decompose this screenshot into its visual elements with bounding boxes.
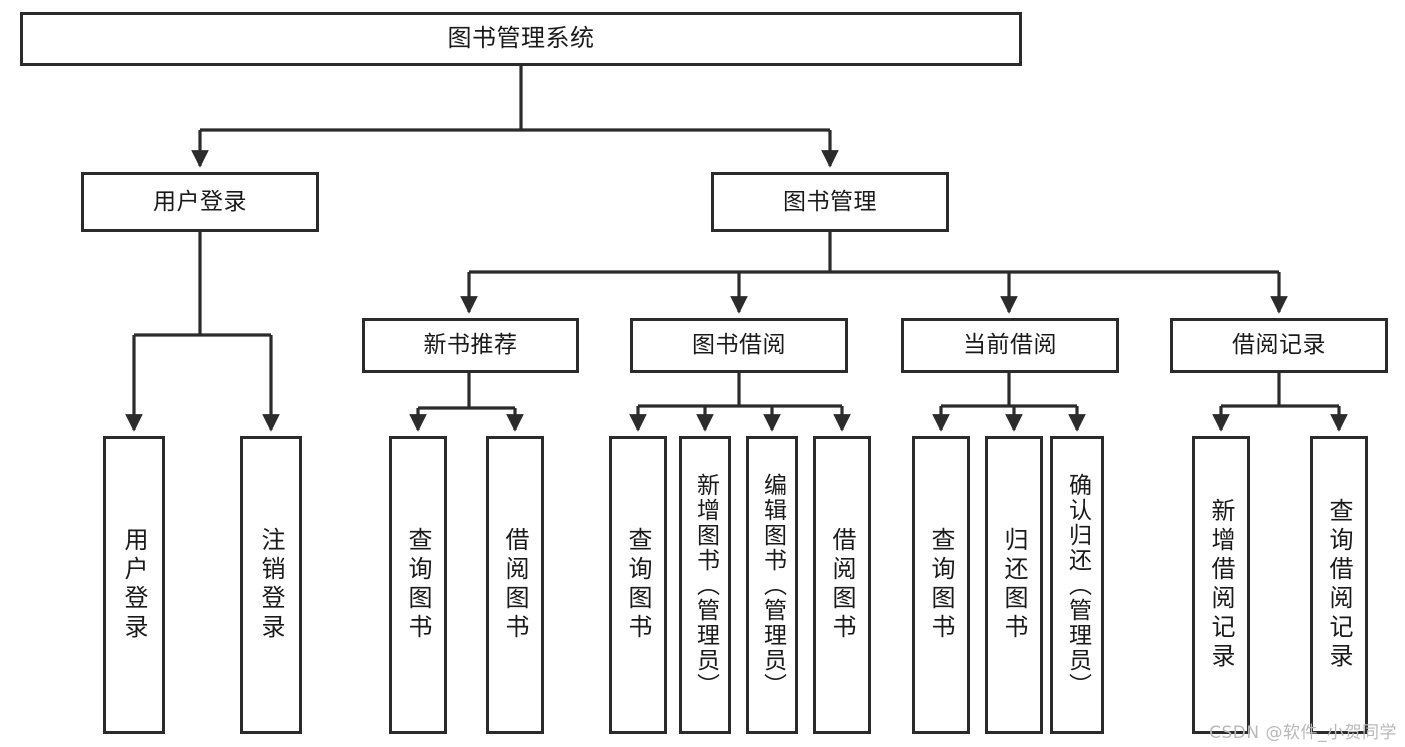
node-label-current-borrow: 当前借阅 [963, 332, 1057, 359]
node-book-borrow[interactable]: 图书借阅 [630, 318, 848, 373]
node-leaf-query-book-2[interactable]: 查询图书 [609, 436, 667, 734]
node-label-leaf-user-logout: 注销登录 [257, 527, 285, 643]
node-label-leaf-borrow-book-2: 借阅图书 [828, 527, 856, 643]
node-leaf-user-login[interactable]: 用户登录 [103, 436, 165, 734]
node-label-leaf-user-login: 用户登录 [120, 527, 148, 643]
node-label-leaf-borrow-book-1: 借阅图书 [501, 527, 529, 643]
node-borrow-record[interactable]: 借阅记录 [1170, 318, 1388, 373]
node-current-borrow[interactable]: 当前借阅 [901, 318, 1119, 373]
node-label-root: 图书管理系统 [447, 24, 595, 53]
node-leaf-borrow-book-2[interactable]: 借阅图书 [813, 436, 871, 734]
node-leaf-query-book-3[interactable]: 查询图书 [912, 436, 970, 734]
node-label-user-login: 用户登录 [153, 188, 247, 215]
node-leaf-edit-book[interactable]: 编辑图书（管理员） [746, 436, 798, 734]
node-label-leaf-confirm-return: 确认归还（管理员） [1064, 472, 1091, 698]
node-book-manage[interactable]: 图书管理 [711, 172, 949, 232]
node-label-borrow-record: 借阅记录 [1232, 332, 1326, 359]
node-label-leaf-return-book: 归还图书 [1000, 527, 1028, 643]
node-leaf-confirm-return[interactable]: 确认归还（管理员） [1050, 436, 1104, 734]
node-leaf-query-book-1[interactable]: 查询图书 [389, 436, 447, 734]
node-leaf-query-record[interactable]: 查询借阅记录 [1310, 436, 1368, 734]
node-leaf-return-book[interactable]: 归还图书 [985, 436, 1043, 734]
csdn-watermark: CSDN @软件_小贺同学 [1209, 723, 1397, 743]
node-label-leaf-query-record: 查询借阅记录 [1325, 498, 1353, 672]
node-leaf-user-logout[interactable]: 注销登录 [240, 436, 302, 734]
node-leaf-borrow-book-1[interactable]: 借阅图书 [486, 436, 544, 734]
node-new-book-rec[interactable]: 新书推荐 [362, 318, 579, 373]
node-label-leaf-edit-book: 编辑图书（管理员） [759, 472, 786, 698]
node-label-book-manage: 图书管理 [783, 188, 877, 215]
node-user-login[interactable]: 用户登录 [81, 172, 319, 232]
node-label-leaf-query-book-3: 查询图书 [927, 527, 955, 643]
node-root[interactable]: 图书管理系统 [20, 12, 1022, 66]
node-label-leaf-add-record: 新增借阅记录 [1207, 498, 1235, 672]
node-label-leaf-add-book: 新增图书（管理员） [692, 472, 719, 698]
node-label-book-borrow: 图书借阅 [692, 332, 786, 359]
node-label-new-book-rec: 新书推荐 [423, 332, 518, 359]
node-label-leaf-query-book-1: 查询图书 [404, 527, 432, 643]
node-leaf-add-record[interactable]: 新增借阅记录 [1192, 436, 1250, 734]
node-label-leaf-query-book-2: 查询图书 [624, 527, 652, 643]
node-leaf-add-book[interactable]: 新增图书（管理员） [679, 436, 731, 734]
